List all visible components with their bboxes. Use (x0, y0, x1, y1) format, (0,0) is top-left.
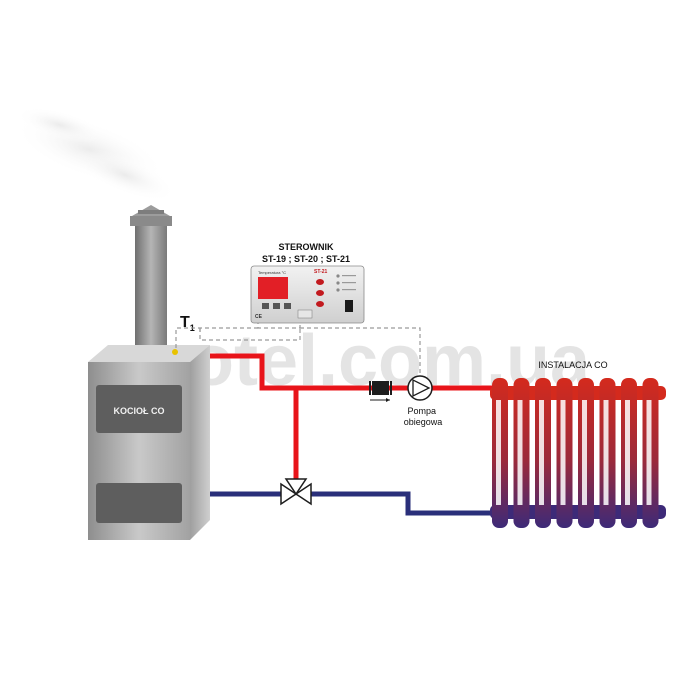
controller-led-1 (336, 274, 340, 278)
controller-title-line1: STEROWNIK (279, 242, 334, 252)
radiator-fin-highlight (646, 400, 652, 505)
controller-model-badge: ST-21 (314, 269, 328, 275)
three-way-valve-icon (280, 478, 312, 506)
check-valve-icon (369, 381, 392, 402)
boiler-door (96, 483, 182, 523)
controller-title-line2: ST-19 ; ST-20 ; ST-21 (262, 254, 350, 264)
control-wires (175, 318, 421, 374)
pump-label: Pompa obiegowa (404, 406, 443, 427)
controller-led-2 (336, 281, 340, 285)
boiler-label: KOCIOŁ CO (114, 406, 165, 416)
radiator-fin-highlight (517, 400, 523, 505)
sensor-label: T1 (180, 314, 195, 333)
boiler-label-panel (96, 385, 182, 433)
radiator-fin-highlight (582, 400, 587, 505)
controller-button-down[interactable] (316, 301, 324, 307)
chimney-icon (130, 205, 172, 355)
boiler: KOCIOŁ CO (88, 345, 210, 540)
pump-icon (407, 375, 433, 401)
return-pipe (210, 491, 505, 516)
radiator-fin-highlight (539, 400, 544, 505)
radiator-fin-highlight (496, 400, 501, 505)
controller: STEROWNIK ST-19 ; ST-20 ; ST-21 Temperat… (250, 242, 365, 324)
temperature-sensor-icon (172, 349, 178, 355)
controller-button-middle[interactable] (316, 290, 324, 296)
controller-display (258, 277, 288, 299)
controller-ce-mark: CE (255, 314, 263, 320)
smoke (13, 107, 177, 202)
controller-power-switch[interactable] (345, 300, 353, 312)
installation-label: INSTALACJA CO (538, 360, 607, 370)
radiator-fin-highlight (625, 400, 630, 505)
controller-button-up[interactable] (316, 279, 324, 285)
controller-led-3 (336, 288, 340, 292)
radiator-fins (492, 378, 659, 528)
controller-display-label: Temperatura °C (258, 270, 286, 275)
radiator-fin-highlight (603, 400, 609, 505)
radiator-fin-highlight (560, 400, 566, 505)
